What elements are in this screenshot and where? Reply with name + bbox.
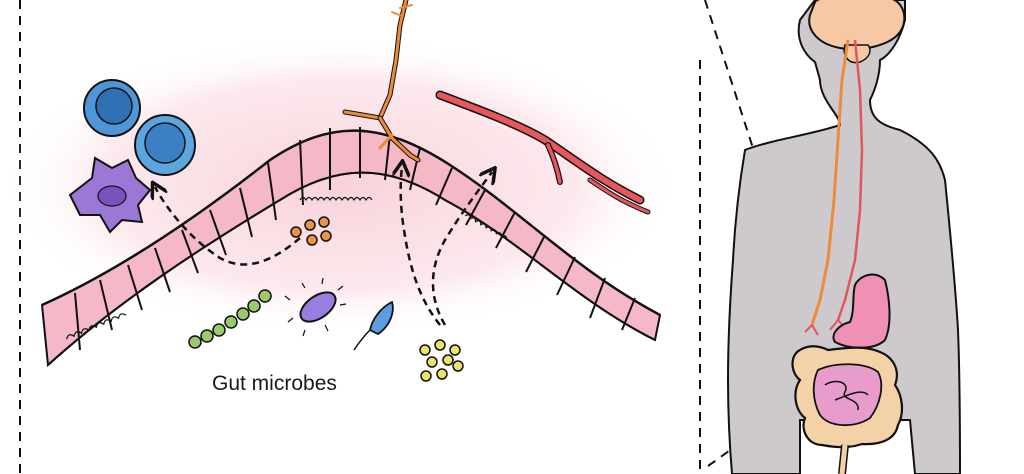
microbe-violet-rod (284, 277, 347, 337)
microbe-green-chain (188, 289, 272, 349)
intestinal-epithelium (40, 127, 662, 368)
immune-cell-blue-2 (134, 114, 196, 176)
immune-cell-blue-1 (83, 79, 141, 137)
microbe-orange-cluster (290, 216, 332, 246)
microbe-yellow-cocci (419, 339, 464, 382)
microbe-blue-flagellate (353, 300, 394, 351)
neuron-orange (342, 0, 421, 163)
gut-microbes-label: Gut microbes (212, 372, 337, 395)
human-body (726, 0, 961, 474)
intestines (791, 345, 904, 474)
vagus-nerve (804, 39, 864, 336)
blood-vessel-red (435, 90, 651, 215)
dendritic-cell-purple (68, 156, 152, 234)
migration-arrows (155, 166, 492, 326)
